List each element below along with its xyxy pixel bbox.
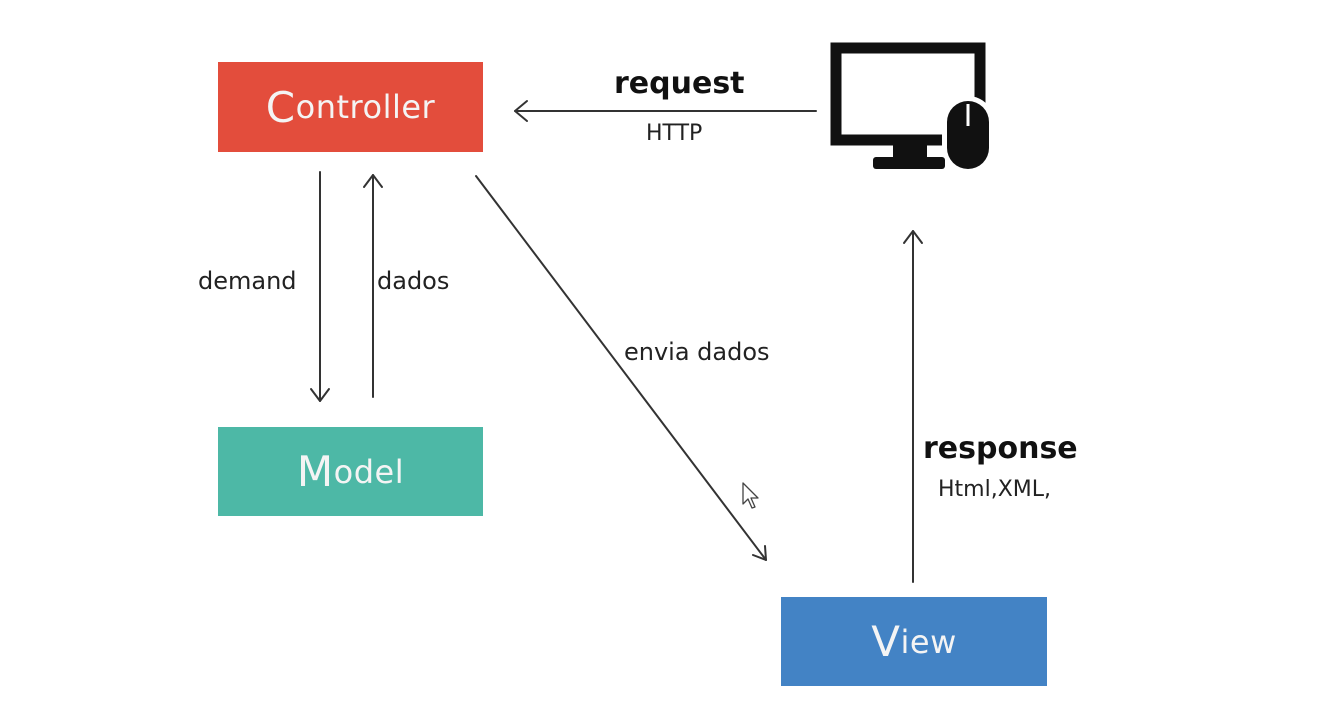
- request-arrow: [514, 100, 817, 122]
- model-initial: M: [296, 447, 334, 496]
- response-arrow: [903, 230, 923, 583]
- response-format-label: Html,XML,: [938, 477, 1052, 502]
- response-label: response: [923, 431, 1078, 466]
- demand-label: demand: [198, 267, 297, 295]
- dados-label: dados: [377, 267, 450, 295]
- demand-arrow: [310, 171, 330, 402]
- computer-monitor-with-mouse-icon: [830, 42, 994, 172]
- model-label: odel: [333, 452, 405, 491]
- mouse-pointer-icon: [742, 482, 759, 509]
- controller-label: ontroller: [295, 88, 436, 126]
- dados-arrow: [363, 174, 383, 398]
- view-initial: V: [871, 617, 901, 666]
- envia-dados-arrow: [475, 175, 767, 561]
- controller-initial: C: [265, 82, 296, 132]
- request-label: request: [614, 66, 745, 101]
- envia-dados-label: envia dados: [624, 338, 770, 366]
- http-label: HTTP: [646, 121, 703, 146]
- view-label: iew: [900, 622, 957, 661]
